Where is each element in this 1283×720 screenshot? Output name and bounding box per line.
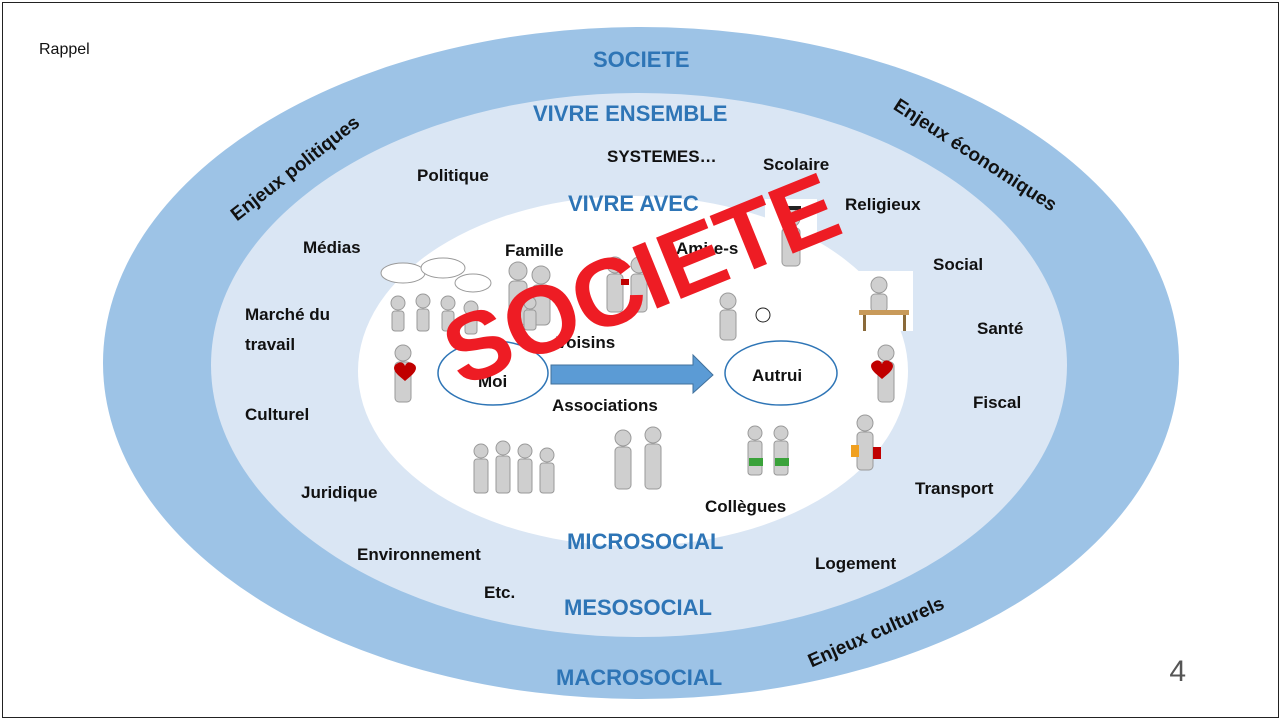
meso-item-social: Social bbox=[933, 255, 984, 274]
soccer-icon bbox=[719, 292, 771, 341]
level-label-macrosocial: MACROSOCIAL bbox=[556, 665, 723, 690]
slide-corner-label: Rappel bbox=[39, 41, 90, 58]
micro-item-famille: Famille bbox=[505, 241, 564, 260]
illustrations bbox=[380, 199, 913, 494]
page-number: 4 bbox=[1169, 655, 1186, 688]
moi-autrui-arrow bbox=[550, 353, 714, 395]
graduate-icon bbox=[765, 199, 817, 271]
moi-ellipse bbox=[437, 340, 549, 406]
micro-item-amis: Ami-e-s bbox=[676, 239, 739, 258]
meso-item-medias: Médias bbox=[303, 238, 361, 257]
family-group-icon bbox=[508, 261, 551, 331]
micro-item-autrui: Autrui bbox=[752, 366, 803, 385]
walking-pair-icon bbox=[614, 426, 662, 490]
meso-item-transport: Transport bbox=[915, 479, 994, 498]
friends-gift-icon bbox=[606, 256, 648, 313]
micro-item-voisins: Voisins bbox=[556, 333, 616, 352]
heart-person-right-icon bbox=[871, 344, 895, 403]
level-label-mesosocial: MESOSOCIAL bbox=[564, 595, 712, 620]
meso-item-religieux: Religieux bbox=[845, 195, 921, 214]
heart-person-icon bbox=[394, 344, 416, 403]
meso-item-culturel: Culturel bbox=[245, 405, 310, 424]
desk-worker-icon bbox=[853, 271, 913, 331]
meso-item-scolaire: Scolaire bbox=[763, 155, 830, 174]
meso-item-fiscal: Fiscal bbox=[973, 393, 1022, 412]
level-label-microsocial: MICROSOCIAL bbox=[567, 529, 724, 554]
ring-subtitle-vivre-ensemble: VIVRE ENSEMBLE bbox=[533, 101, 728, 126]
meso-item-systemes: SYSTEMES… bbox=[607, 147, 717, 166]
shopper-icon bbox=[851, 414, 881, 471]
speech-bubble-group-icon bbox=[380, 257, 492, 335]
ring-title-societe: SOCIETE bbox=[593, 47, 690, 72]
concentric-diagram bbox=[103, 27, 1179, 699]
meso-item-environnement: Environnement bbox=[357, 545, 481, 564]
meso-item-marche-line2: travail bbox=[245, 335, 296, 354]
meso-item-juridique: Juridique bbox=[301, 483, 378, 502]
micro-item-collegues: Collègues bbox=[705, 497, 787, 516]
micro-item-moi: Moi bbox=[478, 372, 508, 391]
meso-item-marche: Marché du bbox=[245, 305, 331, 324]
meso-item-politique: Politique bbox=[417, 166, 489, 185]
meso-item-logement: Logement bbox=[815, 554, 897, 573]
meso-item-etc: Etc. bbox=[484, 583, 516, 602]
autrui-ellipse bbox=[724, 340, 838, 406]
crowd-group-icon bbox=[473, 440, 555, 494]
handshake-icon bbox=[747, 425, 789, 476]
ring-title-vivre-avec: VIVRE AVEC bbox=[568, 191, 699, 216]
meso-item-sante: Santé bbox=[977, 319, 1024, 338]
micro-item-associations: Associations bbox=[552, 396, 658, 415]
